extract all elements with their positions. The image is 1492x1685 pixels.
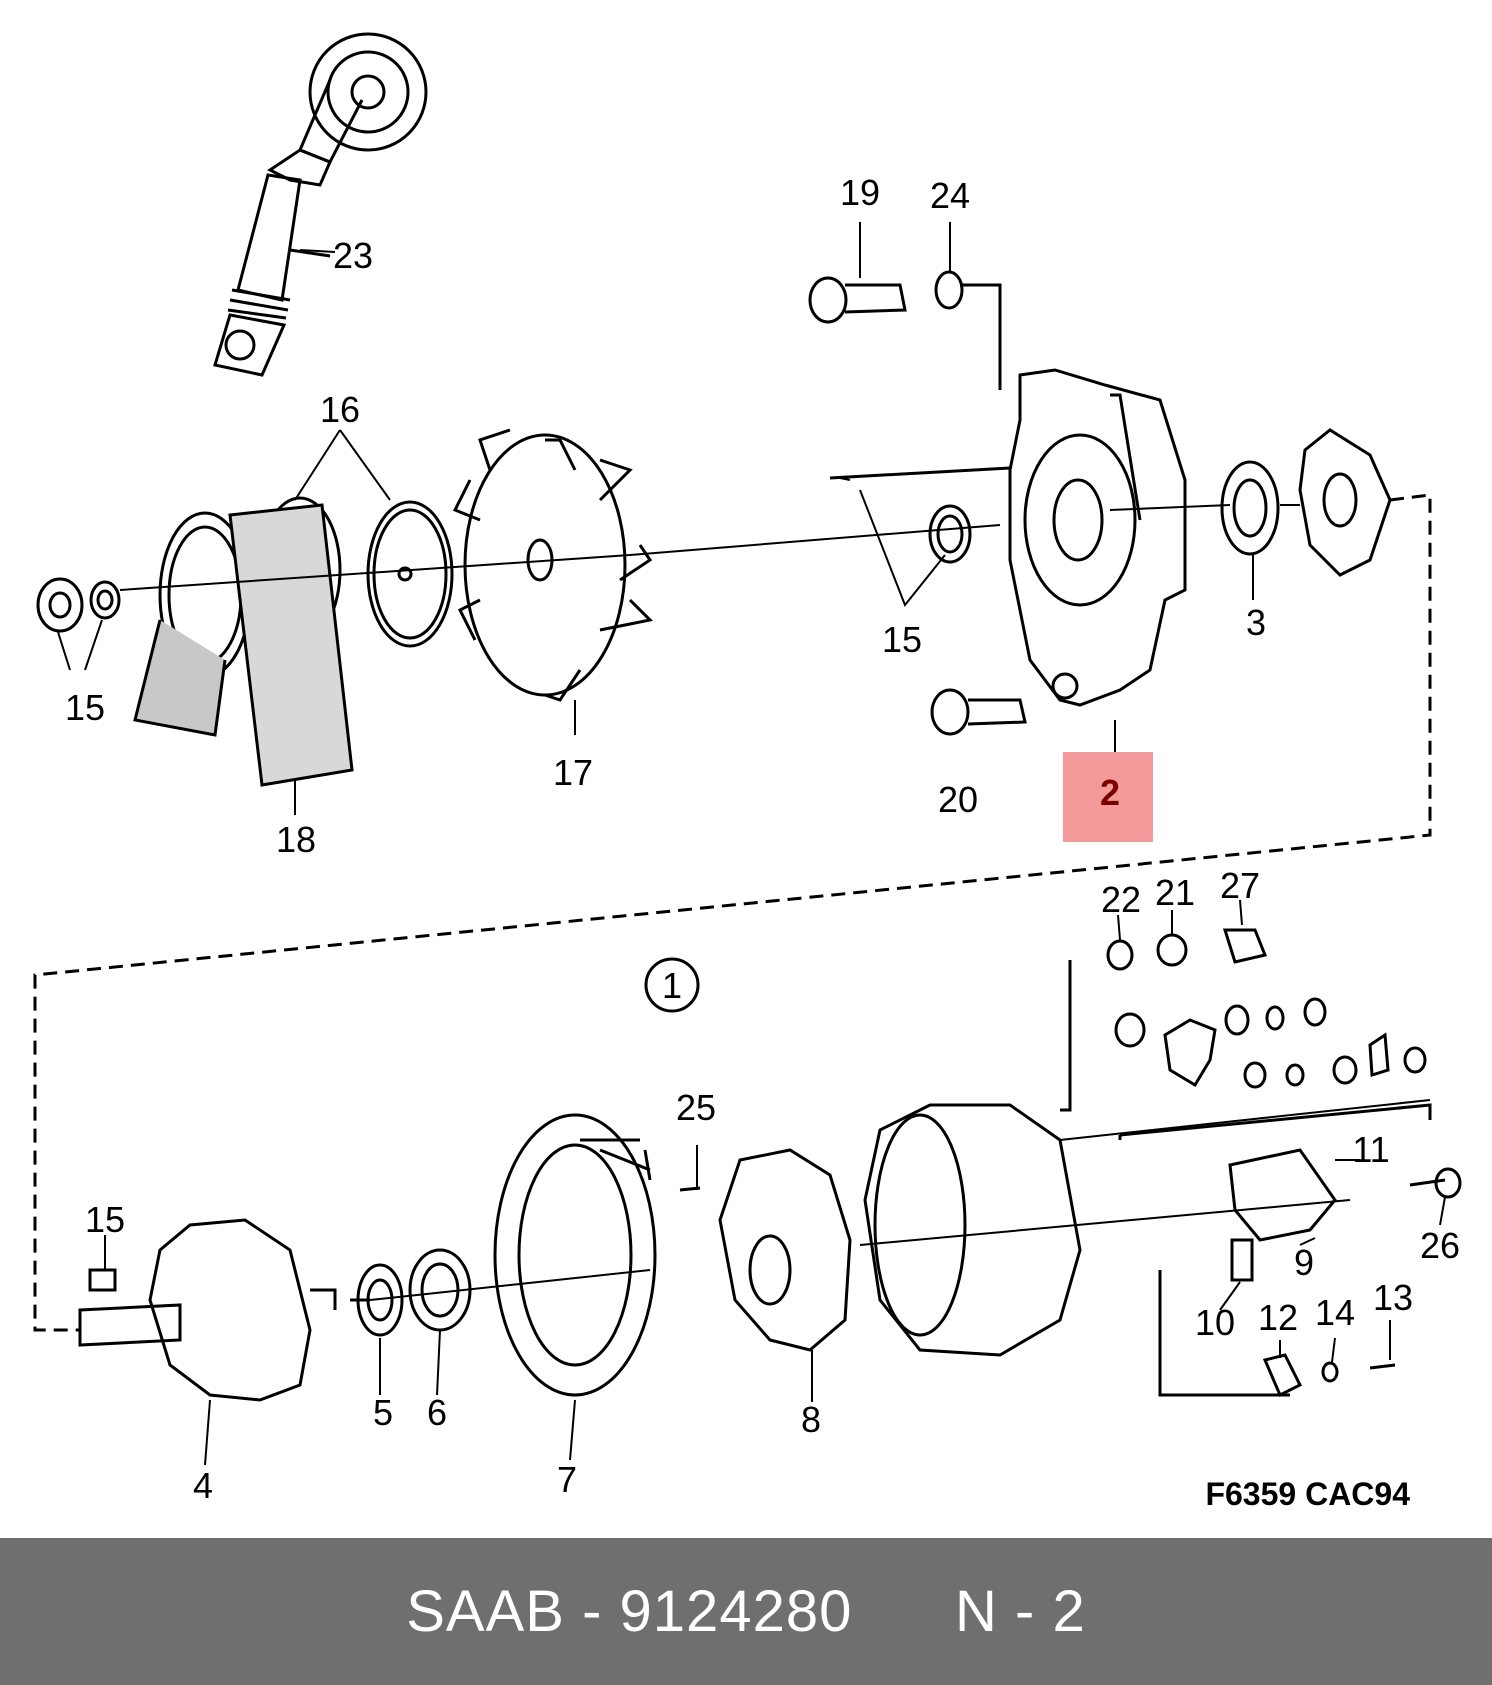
- label-13: 13: [1373, 1277, 1413, 1318]
- brand-name: SAAB: [406, 1579, 565, 1644]
- exploded-parts-diagram: 1 23 16 19 24 15 15 15 17 18 3 20 2 22 2…: [33, 32, 1462, 1512]
- label-15-low: 15: [85, 1199, 125, 1240]
- label-22: 22: [1101, 879, 1141, 920]
- leader-lines: [57, 222, 1446, 1466]
- regulator-part: [1158, 1148, 1462, 1398]
- label-21: 21: [1155, 872, 1195, 913]
- label-7: 7: [557, 1459, 577, 1500]
- label-15-left: 15: [65, 687, 105, 728]
- bolt-lower-part: [930, 688, 1027, 736]
- label-12: 12: [1258, 1297, 1298, 1338]
- label-10: 10: [1195, 1302, 1235, 1343]
- rotor-part: [78, 1218, 370, 1402]
- label-27: 27: [1220, 865, 1260, 906]
- tensioner-part: [213, 32, 428, 377]
- nut-washer-part: [36, 577, 121, 633]
- label-25: 25: [676, 1087, 716, 1128]
- label-6: 6: [427, 1392, 447, 1433]
- label-5: 5: [373, 1392, 393, 1433]
- highlight-box: [1063, 752, 1153, 842]
- rear-housing-part: [863, 1103, 1082, 1357]
- label-26: 26: [1420, 1225, 1460, 1266]
- bushings-part: [829, 466, 1011, 564]
- label-1: 1: [662, 965, 682, 1006]
- housing-bracket-part: [1008, 368, 1187, 707]
- bearings-lower-part: [356, 1248, 472, 1337]
- label-11: 11: [1352, 1129, 1389, 1170]
- label-8: 8: [801, 1399, 821, 1440]
- fan-part: [452, 428, 654, 702]
- terminal-kit-part: [1114, 997, 1432, 1140]
- assembly-marker: 1: [644, 957, 700, 1013]
- label-4: 4: [193, 1465, 213, 1506]
- part-labels: 23 16 19 24 15 15 15 17 18 3 20 2 22 21 …: [65, 172, 1460, 1512]
- bearing-plate-part: [1220, 428, 1392, 577]
- separator: -: [565, 1579, 620, 1644]
- label-18: 18: [276, 819, 316, 860]
- figure-code: F6359 CAC94: [1205, 1476, 1410, 1512]
- label-3: 3: [1246, 602, 1266, 643]
- stator-part: [493, 1113, 657, 1397]
- label-24: 24: [930, 175, 970, 216]
- label-15-mid: 15: [882, 619, 922, 660]
- label-9: 9: [1294, 1242, 1314, 1283]
- drive-belt-part: [133, 503, 354, 787]
- label-19: 19: [840, 172, 880, 213]
- bolt-washer-top-part: [808, 270, 1002, 390]
- rectifier-part: [679, 1148, 852, 1352]
- diagram-position: N - 2: [955, 1579, 1086, 1644]
- part-info-bar: SAAB - 9124280 N - 2: [0, 1538, 1492, 1685]
- spacer: [852, 1578, 955, 1645]
- label-20: 20: [938, 779, 978, 820]
- part-number: 9124280: [619, 1579, 853, 1644]
- label-17: 17: [553, 752, 593, 793]
- label-16: 16: [320, 389, 360, 430]
- label-14: 14: [1315, 1292, 1355, 1333]
- label-23: 23: [333, 235, 373, 276]
- small-hardware-part: [1060, 928, 1268, 1112]
- label-2: 2: [1100, 772, 1120, 813]
